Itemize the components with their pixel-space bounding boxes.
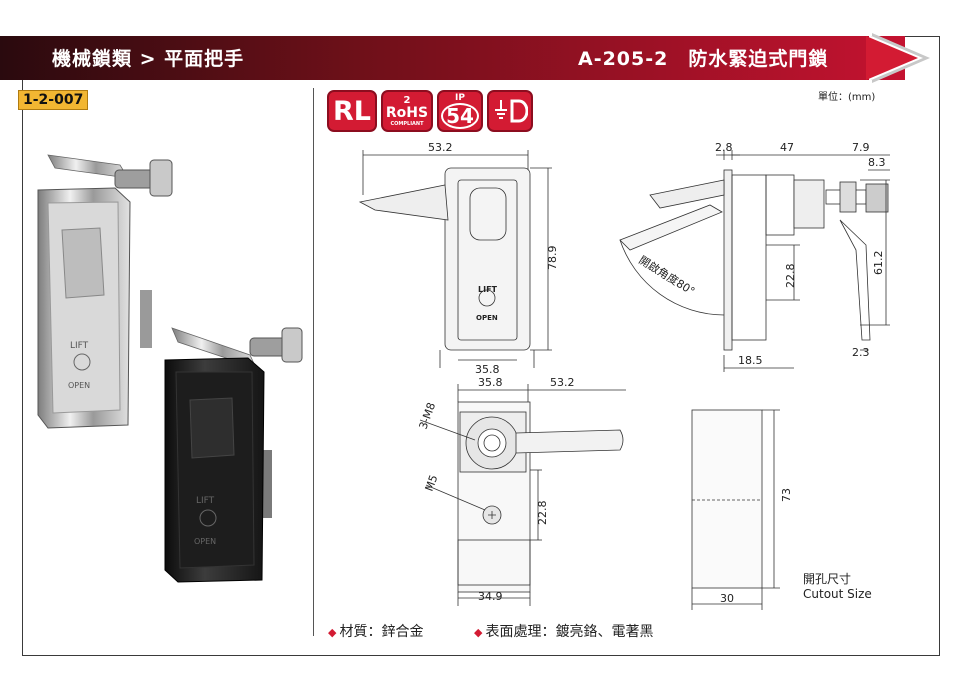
- material-text: 材質：鋅合金: [339, 624, 424, 640]
- silver-lock: LIFT OPEN: [37, 154, 173, 429]
- technical-drawing: 53.2 78.9 35.8 LIFT OPEN 2.8 47 7.9 8.3 …: [358, 141, 890, 610]
- black-open-text: OPEN: [194, 537, 216, 546]
- vertical-divider: [313, 88, 314, 636]
- rl-cert-icon: RL: [327, 90, 377, 132]
- cutout-size-label: 開孔尺寸 Cutout Size: [803, 572, 872, 602]
- catalog-code-badge: 1-2-007: [18, 90, 89, 110]
- opening-angle-label: 開啟角度80°: [636, 253, 697, 299]
- dim-cutout-73: 73: [780, 488, 793, 502]
- screw-m5-label: M5: [423, 473, 441, 493]
- dim-front-body-width: 35.8: [475, 363, 500, 376]
- dim-front-height: 78.9: [546, 246, 559, 271]
- silver-lift-text: LIFT: [70, 341, 89, 351]
- black-lock: LIFT OPEN: [164, 327, 303, 583]
- category-breadcrumb: 機械鎖類 > 平面把手: [52, 48, 245, 70]
- dim-side-18-5: 18.5: [738, 354, 763, 367]
- rohs-cert-icon: 2 RoHS COMPLIANT: [381, 90, 433, 132]
- dim-back-22-8: 22.8: [536, 501, 549, 526]
- diamond-bullet-icon: ◆: [474, 626, 483, 639]
- rohs-text: RoHS: [385, 105, 429, 121]
- dim-side-22-8: 22.8: [784, 264, 797, 289]
- grounding-icon: [487, 90, 533, 132]
- ground-symbol-icon: [495, 99, 528, 123]
- rohs-sub: COMPLIANT: [390, 121, 424, 127]
- silver-open-text: OPEN: [68, 381, 90, 390]
- dim-side-7-9: 7.9: [852, 141, 870, 154]
- product-title: A-205-2 防水緊迫式門鎖: [578, 48, 829, 70]
- rl-text: RL: [333, 95, 371, 127]
- cutout-label-en: Cutout Size: [803, 587, 872, 601]
- diamond-bullet-icon: ◆: [328, 626, 337, 639]
- dim-back-53-2: 53.2: [550, 376, 575, 389]
- dim-back-34-9: 34.9: [478, 590, 503, 603]
- material-spec: ◆材質：鋅合金: [328, 621, 423, 641]
- cutout-view: [691, 409, 780, 610]
- side-view: [619, 150, 890, 372]
- ip54-cert-icon: IP 54: [437, 90, 483, 132]
- dim-back-35-8: 35.8: [478, 376, 503, 389]
- title-bar: [0, 36, 905, 80]
- cutout-label-zh: 開孔尺寸: [803, 572, 852, 586]
- black-lift-text: LIFT: [196, 496, 215, 506]
- front-open-text: OPEN: [476, 314, 498, 322]
- product-photo: LIFT OPEN LIFT OPEN: [37, 154, 303, 583]
- back-view: [419, 384, 626, 606]
- dim-cutout-30: 30: [720, 592, 734, 605]
- dim-side-61-2: 61.2: [872, 251, 885, 276]
- front-lift-text: LIFT: [478, 285, 498, 294]
- ip-top: IP: [455, 93, 465, 103]
- front-view: [358, 150, 552, 368]
- ip-number: 54: [441, 103, 479, 129]
- screw-3-m8-label: 3-M8: [417, 401, 439, 431]
- dim-side-47: 47: [780, 141, 794, 154]
- dim-side-2-8: 2.8: [715, 141, 733, 154]
- finish-text: 表面處理：鍍亮鉻、電著黑: [485, 624, 654, 640]
- dim-front-width: 53.2: [428, 141, 453, 154]
- unit-label: 單位：(mm): [818, 92, 876, 103]
- rohs-check: 2: [403, 95, 411, 106]
- dim-side-2-3: 2.3: [852, 346, 870, 359]
- title-arrow-icon: [866, 36, 918, 80]
- finish-spec: ◆表面處理：鍍亮鉻、電著黑: [474, 621, 653, 641]
- dim-side-8-3: 8.3: [868, 156, 886, 169]
